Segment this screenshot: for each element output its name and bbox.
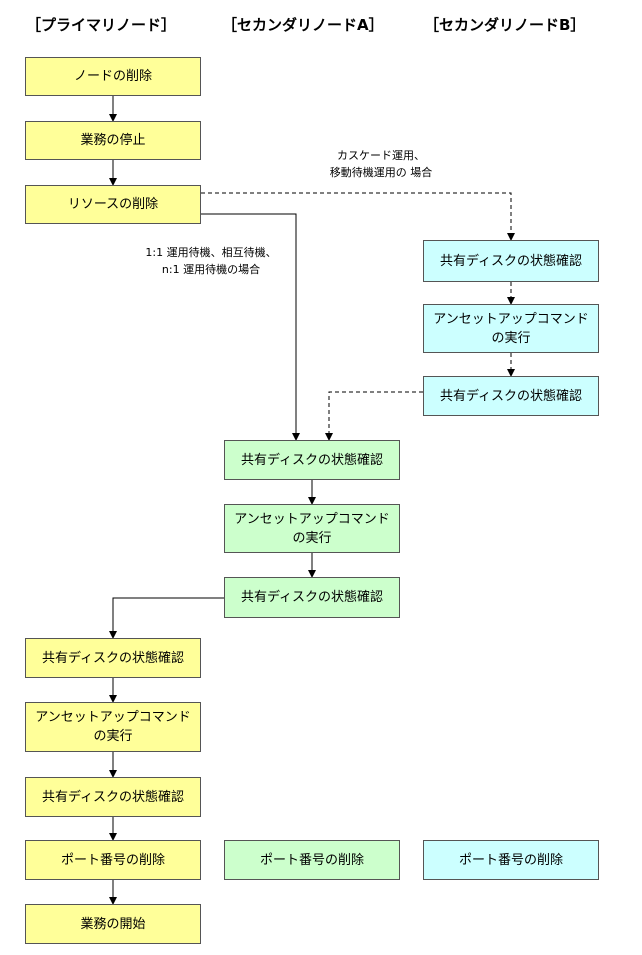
secondary-a-unsetup-line2: の実行	[292, 530, 332, 546]
note-cascade-line2: 移動待機運用の 場合	[329, 166, 433, 179]
primary-check-disk-1: 共有ディスクの状態確認	[25, 638, 201, 678]
secondary-a-remove-port: ポート番号の削除	[224, 840, 400, 880]
note-standby-line2: n:1 運用待機の場合	[161, 263, 261, 276]
arrow-remove-resource-to-secondary-a	[201, 213, 300, 441]
note-cascade-line1: カスケード運用、	[337, 149, 425, 162]
secondary-a-check-disk-1-label: 共有ディスクの状態確認	[240, 452, 384, 468]
primary-remove-resource: リソースの削除	[25, 185, 201, 224]
secondary-b-check-disk-1-label: 共有ディスクの状態確認	[439, 253, 583, 269]
note-one-to-one-standby: 1:1 運用待機、相互待機、 n:1 運用待機の場合	[126, 244, 296, 278]
primary-start-service-label: 業務の開始	[80, 916, 146, 932]
primary-remove-port: ポート番号の削除	[25, 840, 201, 880]
secondary-b-check-disk-2-label: 共有ディスクの状態確認	[439, 388, 583, 404]
arrow-b-check2-to-a-check1	[325, 391, 423, 441]
primary-check-disk-1-label: 共有ディスクの状態確認	[41, 650, 185, 666]
primary-remove-port-label: ポート番号の削除	[60, 852, 165, 868]
header-primary-node: ［プライマリノード］	[26, 16, 177, 34]
secondary-a-check-disk-1: 共有ディスクの状態確認	[224, 440, 400, 480]
secondary-a-unsetup-command: アンセットアップコマンド の実行	[224, 504, 400, 553]
secondary-a-unsetup-line1: アンセットアップコマンド	[234, 511, 390, 527]
primary-unsetup-line1: アンセットアップコマンド	[35, 710, 191, 725]
arrow-remove-resource-to-secondary-b	[201, 192, 515, 241]
secondary-b-remove-port: ポート番号の削除	[423, 840, 599, 880]
secondary-b-check-disk-1: 共有ディスクの状態確認	[423, 240, 599, 282]
secondary-b-check-disk-2: 共有ディスクの状態確認	[423, 376, 599, 416]
primary-check-disk-2: 共有ディスクの状態確認	[25, 777, 201, 817]
primary-stop-service-label: 業務の停止	[80, 133, 146, 148]
header-secondary-node-b: ［セカンダリノードB］	[424, 16, 586, 34]
note-cascade-standby: カスケード運用、 移動待機運用の 場合	[306, 147, 456, 181]
secondary-a-check-disk-2-label: 共有ディスクの状態確認	[240, 590, 384, 605]
primary-start-service: 業務の開始	[25, 904, 201, 944]
arrow-a-check2-to-primary-check1	[109, 597, 224, 639]
secondary-b-unsetup-command: アンセットアップコマンド の実行	[423, 304, 599, 353]
primary-check-disk-2-label: 共有ディスクの状態確認	[41, 789, 185, 805]
primary-unsetup-line2: の実行	[93, 729, 133, 744]
secondary-a-check-disk-2: 共有ディスクの状態確認	[224, 577, 400, 618]
secondary-b-unsetup-line1: アンセットアップコマンド	[433, 311, 589, 327]
primary-remove-node: ノードの削除	[25, 57, 201, 96]
secondary-a-remove-port-label: ポート番号の削除	[259, 852, 364, 868]
secondary-b-remove-port-label: ポート番号の削除	[458, 852, 563, 868]
primary-remove-node-label: ノードの削除	[73, 69, 152, 84]
primary-stop-service: 業務の停止	[25, 121, 201, 160]
secondary-b-unsetup-line2: の実行	[491, 330, 531, 346]
primary-remove-resource-label: リソースの削除	[67, 197, 159, 212]
header-secondary-node-a: ［セカンダリノードA］	[222, 16, 384, 34]
primary-unsetup-command: アンセットアップコマンド の実行	[25, 702, 201, 752]
note-standby-line1: 1:1 運用待機、相互待機、	[145, 246, 277, 259]
